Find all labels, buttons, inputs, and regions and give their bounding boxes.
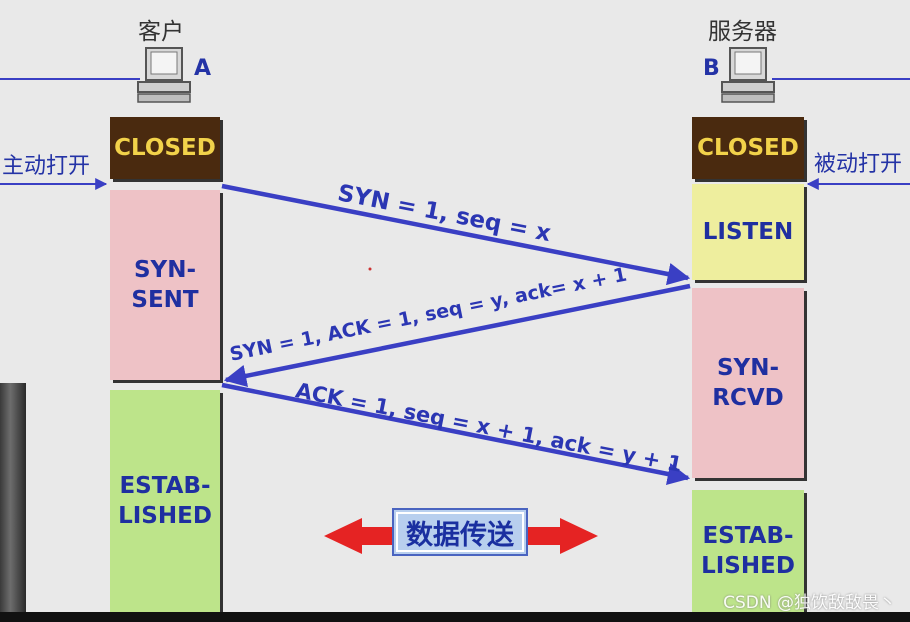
client-title: 客户 (138, 19, 184, 45)
data-transfer-label: 数据传送 (392, 508, 528, 556)
server-state-closed: CLOSED (692, 117, 804, 179)
syn-arrow (221, 183, 691, 286)
watermark: CSDN @独饮敌敌畏丶 (723, 593, 896, 613)
caption-inner-border (396, 512, 524, 552)
server-letter: B (703, 56, 720, 81)
server-title: 服务器 (708, 19, 777, 45)
client-state-syn-sent: SYN- SENT (110, 190, 220, 380)
server-state-listen: LISTEN (692, 184, 804, 280)
client-letter: A (194, 56, 212, 81)
server-open-label: 被动打开 (814, 152, 903, 177)
computer-icon (721, 47, 775, 103)
video-overlay-fragment (0, 383, 26, 612)
client-state-closed: CLOSED (110, 117, 220, 179)
server-state-syn-rcvd: SYN- RCVD (692, 288, 804, 478)
computer-icon (137, 47, 191, 103)
client-open-label: 主动打开 (2, 154, 91, 179)
bottom-bar (0, 612, 910, 622)
stray-dot (368, 267, 372, 271)
synack-arrow (223, 283, 691, 388)
ack-arrow (221, 382, 691, 486)
data-transfer-text: 数据传送 (406, 519, 514, 551)
client-state-established: ESTAB- LISHED (110, 390, 220, 612)
server-state-established: ESTAB- LISHED (692, 490, 804, 612)
